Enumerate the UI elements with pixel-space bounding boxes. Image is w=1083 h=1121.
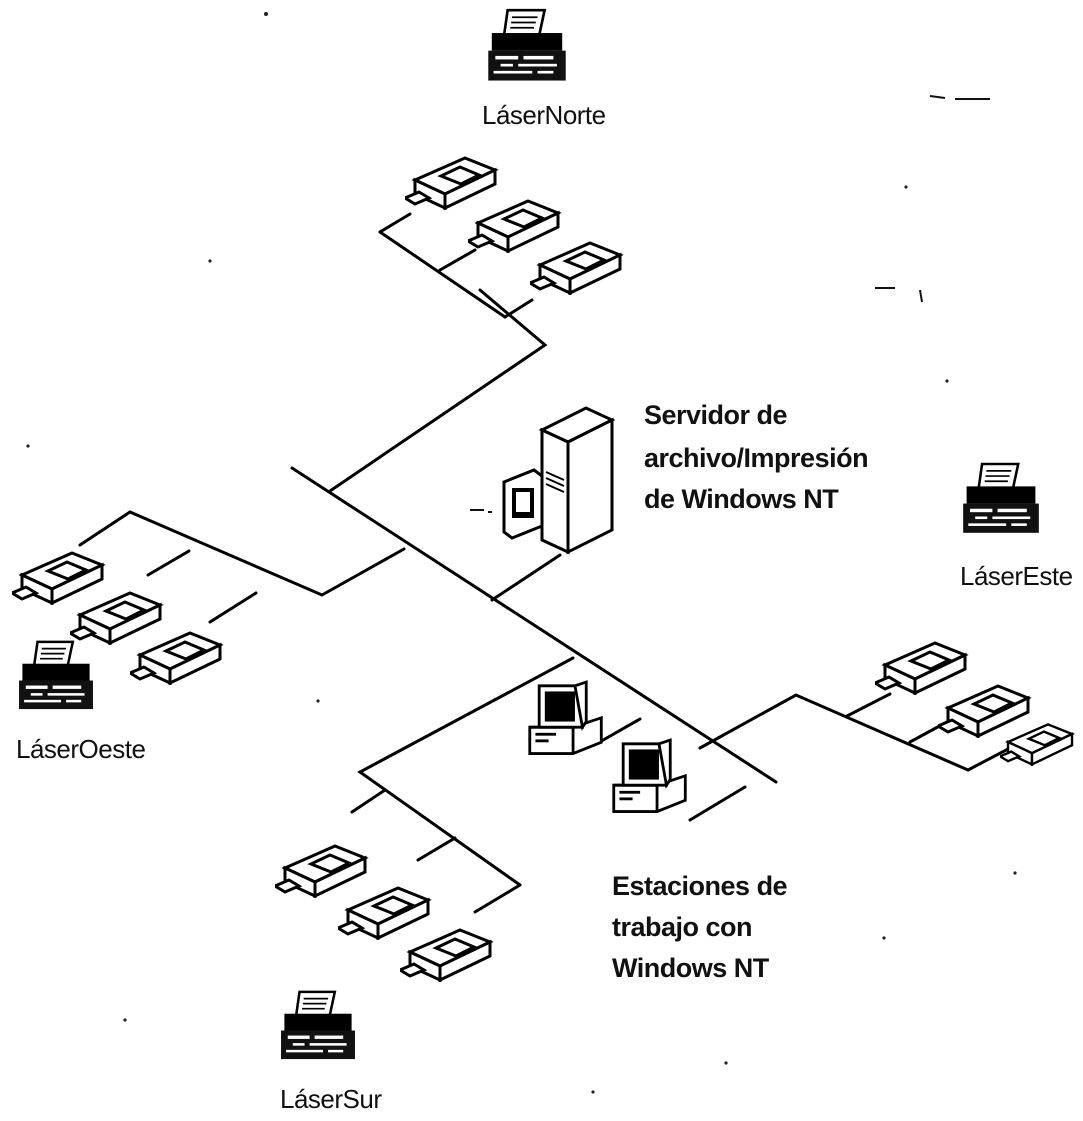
workstation-icon — [612, 738, 687, 813]
client-computer-icon — [130, 631, 222, 685]
server-label-line-2: archivo/Impresión — [644, 443, 868, 473]
client-computer-icon — [875, 641, 967, 695]
workstations-label: Estaciones de trabajo con Windows NT — [612, 871, 788, 983]
printer-east-icon — [961, 462, 1041, 535]
client-computer-icon — [468, 199, 560, 253]
client-computer-icon — [1000, 723, 1074, 766]
client-computer-icon — [12, 551, 104, 605]
printer-east-label: LáserEste — [960, 561, 1073, 591]
client-computer-icon — [530, 241, 622, 295]
client-computer-icon — [275, 844, 367, 898]
scan-artifacts — [26, 12, 1017, 1094]
client-computer-icon — [405, 156, 497, 210]
client-computer-icon — [70, 591, 162, 645]
client-computer-icon — [338, 886, 430, 940]
printer-north-label: LáserNorte — [482, 100, 606, 130]
printer-north-icon — [486, 8, 568, 82]
workstation-icon — [528, 680, 603, 755]
server-label-line-3: de Windows NT — [644, 484, 839, 514]
server-label-line-1: Servidor de — [644, 400, 788, 430]
printer-west-icon — [17, 640, 95, 711]
server-label: Servidor de archivo/Impresión de Windows… — [644, 400, 869, 514]
printer-south-icon — [279, 990, 357, 1061]
printer-south-label: LáserSur — [280, 1084, 382, 1114]
network-cables — [78, 212, 1012, 914]
workstations-label-line-1: Estaciones de — [612, 871, 788, 901]
workstations-label-line-3: Windows NT — [612, 953, 770, 983]
client-computer-icon — [400, 928, 492, 982]
workstations-label-line-2: trabajo con — [612, 912, 752, 942]
server-icon — [502, 406, 614, 554]
printer-west-label: LáserOeste — [16, 734, 145, 764]
client-computer-icon — [938, 684, 1030, 738]
